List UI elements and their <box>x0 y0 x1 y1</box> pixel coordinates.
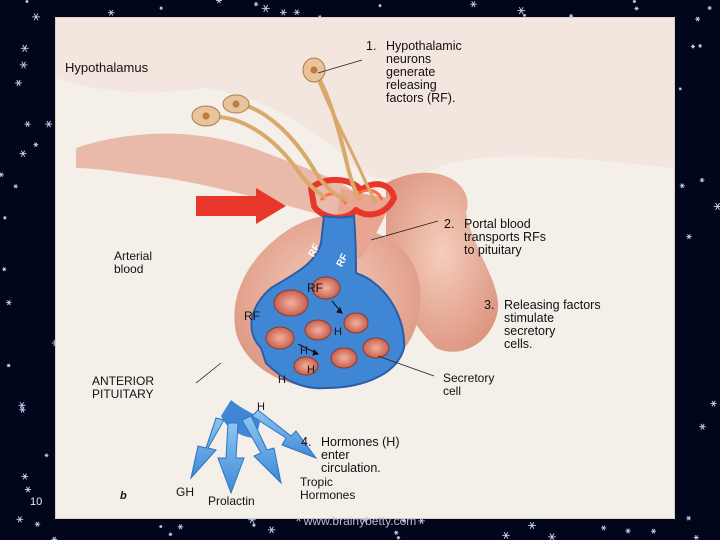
star-glyph <box>254 2 258 6</box>
star-glyph <box>634 7 638 11</box>
step-2-number: 2. <box>444 218 464 231</box>
secretory-cell-label: Secretory cell <box>443 372 494 398</box>
star-glyph <box>21 45 29 52</box>
star-glyph <box>710 401 716 406</box>
star-glyph <box>45 454 49 457</box>
gh-label: GH <box>176 486 194 499</box>
star-glyph <box>691 45 695 49</box>
star-glyph <box>699 424 706 430</box>
star-glyph <box>169 533 173 536</box>
tropic-hormones-label: Tropic Hormones <box>300 476 355 502</box>
star-glyph <box>3 216 7 219</box>
step-4: 4.Hormones (H) enter circulation. <box>301 423 400 475</box>
star-glyph <box>216 0 222 3</box>
star-glyph <box>15 80 22 86</box>
anterior-pituitary-label: ANTERIOR PITUITARY <box>92 375 154 401</box>
arterial-blood-label: Arterial blood <box>114 250 152 276</box>
step-2: 2.Portal blood transports RFs to pituita… <box>444 205 546 257</box>
star-glyph <box>695 17 700 21</box>
slide-number: 10 <box>30 496 42 508</box>
star-glyph <box>714 203 720 210</box>
h-label-4: H <box>278 374 286 387</box>
star-glyph <box>394 531 398 535</box>
hormone-arrows <box>191 410 316 493</box>
star-glyph <box>25 487 31 493</box>
star-glyph <box>280 9 287 15</box>
step-3-number: 3. <box>484 299 504 312</box>
star-glyph <box>20 151 27 157</box>
h-label-2: H <box>300 345 308 358</box>
star-glyph <box>108 10 114 16</box>
star-glyph <box>294 10 300 15</box>
star-glyph <box>14 185 18 189</box>
star-glyph <box>625 529 630 534</box>
star-glyph <box>548 533 556 540</box>
footer-url: www.brainybetty.com <box>0 514 720 528</box>
star-glyph <box>694 535 699 539</box>
step-4-text: Hormones (H) enter circulation. <box>321 436 400 475</box>
rf-label-upper: RF <box>307 282 323 295</box>
h-label-3: H <box>307 364 315 377</box>
star-glyph <box>262 5 270 12</box>
star-glyph <box>708 6 712 10</box>
star-glyph <box>470 1 477 7</box>
star-glyph <box>33 143 38 147</box>
star-glyph <box>24 121 30 126</box>
star-glyph <box>2 267 6 271</box>
h-label-5: H <box>257 401 265 414</box>
star-glyph <box>0 173 4 177</box>
step-2-text: Portal blood transports RFs to pituitary <box>464 218 546 257</box>
star-glyph <box>698 44 702 47</box>
star-glyph <box>6 300 11 305</box>
star-glyph <box>651 529 656 533</box>
star-glyph <box>517 7 525 14</box>
star-glyph <box>45 121 52 127</box>
star-glyph <box>633 0 636 3</box>
star-glyph <box>686 234 691 239</box>
step-4-number: 4. <box>301 436 321 449</box>
star-glyph <box>7 364 11 367</box>
step-3-text: Releasing factors stimulate secretory ce… <box>504 299 601 351</box>
step-3: 3.Releasing factors stimulate secretory … <box>484 286 601 351</box>
star-glyph <box>25 0 28 3</box>
star-glyph <box>20 62 27 68</box>
step-1: 1.Hypothalamic neurons generate releasin… <box>366 27 462 105</box>
rf-label-left: RF <box>244 310 260 323</box>
step-1-number: 1. <box>366 40 386 53</box>
star-glyph <box>22 474 29 480</box>
star-glyph <box>523 14 526 17</box>
star-glyph <box>679 88 682 91</box>
panel-letter: b <box>120 490 127 503</box>
star-glyph <box>680 184 685 188</box>
star-glyph <box>378 4 381 7</box>
star-glyph <box>700 178 705 182</box>
diagram-panel: Hypothalamus Arterial blood ANTERIOR PIT… <box>56 18 674 518</box>
star-glyph <box>397 536 401 539</box>
star-glyph <box>502 532 510 539</box>
h-label-1: H <box>334 326 342 339</box>
star-glyph <box>32 14 40 21</box>
star-glyph <box>159 7 162 10</box>
step-1-text: Hypothalamic neurons generate releasing … <box>386 40 462 105</box>
prolactin-label: Prolactin <box>208 495 255 508</box>
hypothalamus-label: Hypothalamus <box>65 61 148 74</box>
